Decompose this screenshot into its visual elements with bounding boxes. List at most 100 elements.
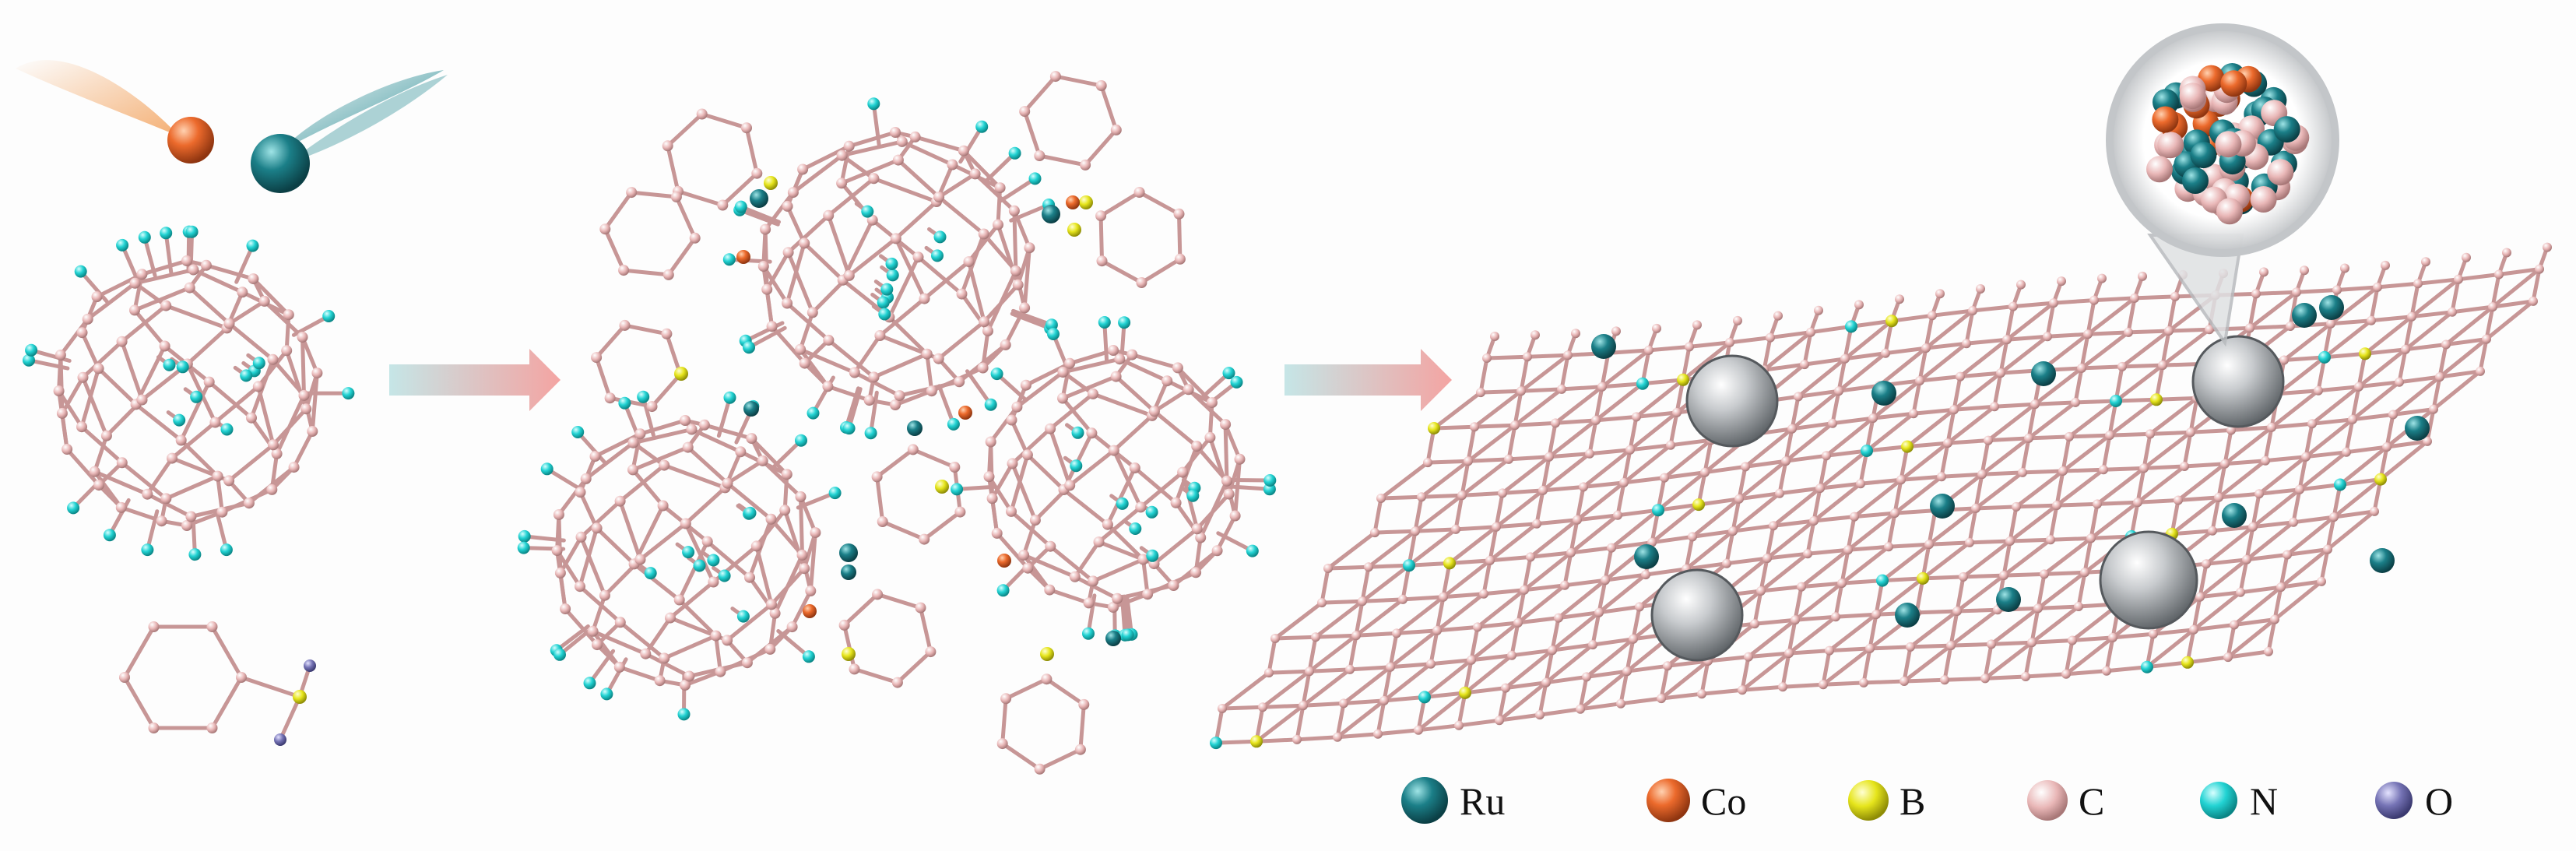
carbon-atom [1828,418,1837,428]
legend-o-label: O [2425,779,2453,823]
carbon-atom [1738,685,1747,695]
bond [300,335,319,375]
bond [122,675,156,730]
boron-atom [1040,647,1054,661]
carbon-atom [2124,327,2133,337]
bond [1301,701,1346,708]
bond [1746,651,1791,659]
bond [1656,502,1701,512]
bond [256,348,289,389]
bond [1119,594,1127,638]
bond [1762,362,1807,372]
bond [2531,267,2542,304]
carbon-atom [2220,459,2230,469]
bond [1194,444,1229,484]
nitrogen-atom [743,341,755,354]
carbon-atom [1815,484,1825,494]
bond [2263,425,2274,463]
bond [1911,378,1922,416]
bond [1500,455,1552,495]
carbon-atom [1345,664,1355,674]
bond [1267,669,1312,675]
bond [1460,459,1471,498]
carbon-atom [1943,438,1952,448]
bond [2064,638,2075,677]
bond [1388,662,1433,670]
nitrogen-atom [802,650,815,663]
bond [1740,651,1791,692]
bond [1980,436,2031,476]
bond [1945,404,1997,445]
nitrogen-atom [990,367,1003,381]
carbon-atom [136,269,148,280]
carbon-atom [1520,585,1529,595]
nitrogen-atom [1118,316,1131,329]
nitrogen-atom [600,687,613,701]
nitrogen-atom [743,506,757,519]
bond [163,474,220,501]
bond [2086,298,2096,336]
carbon-atom [2086,533,2096,543]
bond [2409,277,2461,319]
carbon-atom [912,251,924,263]
nitrogen-atom [1210,737,1222,750]
bond [1886,511,1897,549]
bond [1513,387,1564,427]
bond [826,338,876,379]
carbon-atom [1093,536,1105,548]
bond [1038,747,1083,772]
carbon-atom [926,385,937,397]
bond [1784,421,1835,463]
bond [1099,83,1119,132]
bond [133,268,195,286]
bond [770,438,803,470]
carbon-atom [710,630,722,642]
bond [2276,389,2321,396]
bond [145,492,193,519]
carbon-atom [1211,545,1223,557]
bond [1341,698,1386,705]
carbon-atom [613,661,625,673]
bond [79,269,109,304]
carbon-atom [2108,632,2117,642]
carbon-atom [1597,382,1607,392]
carbon-atom [200,259,212,271]
bond [1659,663,1670,701]
bond [2051,298,2096,305]
carbon-atom [2254,489,2264,499]
carbon-atom [1834,386,1843,396]
carbon-atom [2046,535,2055,545]
bond [1874,576,1925,617]
bond [1000,696,1008,746]
bond [2176,495,2221,502]
nitrogen-atom [246,239,259,252]
carbon-atom [919,533,930,545]
carbon-atom [271,448,283,459]
bond [1883,346,1928,356]
ru-atom [2292,303,2317,328]
carbon-atom [2138,271,2147,281]
nitrogen-atom [795,434,807,447]
bond [1945,407,1956,445]
bond [65,447,101,487]
bond [981,329,990,370]
carbon-atom [266,484,278,495]
bond [2437,337,2489,379]
bond [2378,439,2430,482]
carbon-atom [1840,353,1850,364]
bond [1743,459,1788,469]
nitrogen-atom [188,548,202,561]
bond [1799,547,1850,589]
ru-atom [2182,167,2209,194]
bond [1478,356,1489,395]
bond [2332,509,2377,519]
bond [2191,590,2243,632]
bond [2304,421,2314,459]
bond [57,353,63,393]
bond [1553,385,1604,425]
carbon-atom [1781,456,1791,466]
carbon-atom [300,403,312,415]
bond [1360,597,1405,603]
bond [1731,497,1741,533]
bond [621,268,671,277]
